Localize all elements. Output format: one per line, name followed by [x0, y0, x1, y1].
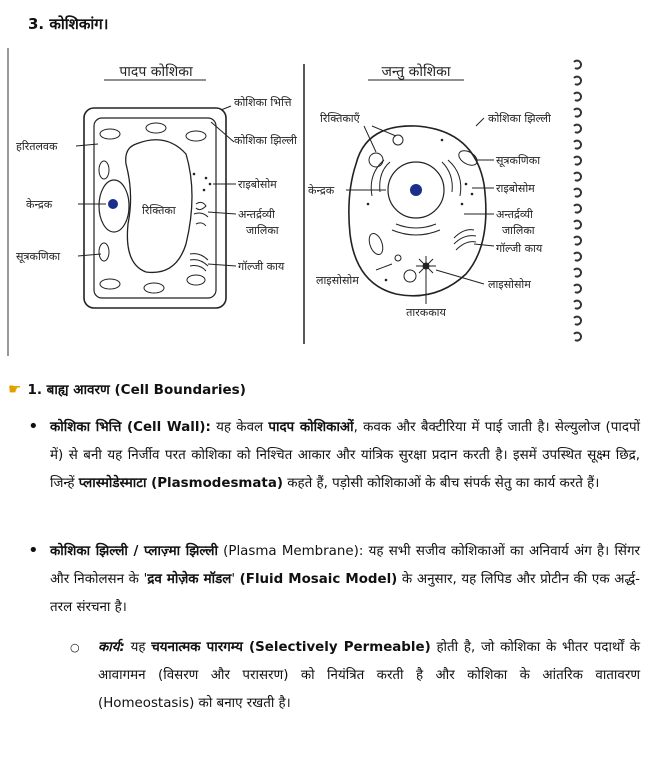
- bold-run: पादप कोशिकाओं: [268, 420, 354, 435]
- text-run: कहते हैं, पड़ोसी कोशिकाओं के बीच संपर्क …: [282, 476, 600, 491]
- membrane-bullet: • कोशिका झिल्ली / प्लाज़्मा झिल्ली (Plas…: [28, 538, 640, 622]
- text-run: यह सभी सजीव कोशिकाओं का अनिवार्य अंग है।…: [50, 544, 640, 587]
- animal-label-ribosome: राइबोसोम: [496, 182, 535, 195]
- text-run: यह: [124, 640, 152, 655]
- section-heading: 3. कोशिकांग।: [28, 14, 108, 34]
- plant-label-er-2: जालिका: [246, 224, 279, 237]
- animal-label-lysosome-left: लाइसोसोम: [316, 274, 359, 287]
- circle-bullet-icon: ○: [70, 641, 80, 654]
- plant-ribosomes: [192, 172, 212, 192]
- cell-diagram-figure: पादप कोशिका कोशिका भित्ति कोशिका झिल्: [6, 44, 586, 360]
- cell-diagram: पादप कोशिका कोशिका भित्ति कोशिका झिल्: [7, 48, 583, 356]
- bold-run: प्लास्मोडेस्माटा (Plasmodesmata): [78, 476, 283, 491]
- bold-run: द्रव मोज़ेक मॉडल: [147, 572, 232, 587]
- function-paragraph: कार्य: यह चयनात्मक पारगम्य (Selectively …: [98, 634, 640, 718]
- animal-label-centrosome: तारककाय: [406, 306, 446, 319]
- pointing-hand-icon: ☛: [8, 380, 22, 398]
- animal-mitochondria: [368, 150, 478, 256]
- text-run: (Plasma Membrane):: [217, 544, 364, 559]
- plant-golgi: [189, 253, 209, 272]
- plant-cell-membrane: [93, 117, 217, 299]
- plant-er: [193, 201, 209, 227]
- animal-er: [370, 159, 462, 236]
- section-title: कोशिकांग।: [49, 15, 109, 33]
- bullet-icon: •: [28, 540, 39, 561]
- spiral-binding-icon: [573, 59, 583, 342]
- bold-run: (Fluid Mosaic Model): [239, 572, 398, 587]
- plant-label-cell-membrane: कोशिका झिल्ली: [234, 134, 297, 147]
- membrane-paragraph: कोशिका झिल्ली / प्लाज़्मा झिल्ली (Plasma…: [50, 538, 640, 622]
- plant-label-vacuole: रिक्तिका: [142, 204, 176, 217]
- membrane-term: कोशिका झिल्ली / प्लाज़्मा झिल्ली: [50, 544, 218, 559]
- animal-label-vacuoles: रिक्तिकाएँ: [320, 112, 361, 125]
- plant-nucleus: [108, 199, 118, 209]
- plant-vacuole: [125, 139, 193, 274]
- plant-cell-title: पादप कोशिका: [119, 63, 193, 80]
- plant-label-chloroplast: हरितलवक: [16, 140, 58, 153]
- plant-label-er-1: अन्तर्द्रव्यी: [238, 208, 275, 221]
- cell-wall-bullet: • कोशिका भित्ति (Cell Wall): यह केवल पाद…: [28, 414, 640, 498]
- animal-centrosome: [416, 256, 436, 276]
- animal-label-er-1: अन्तर्द्रव्यी: [496, 208, 533, 221]
- text-run: ': [231, 572, 240, 587]
- boundaries-heading-text: 1. बाह्य आवरण (Cell Boundaries): [27, 382, 246, 398]
- text-run: के अनुसार, यह लिपिड और प्रोटीन की एक अर्…: [50, 572, 641, 615]
- section-number: 3.: [28, 15, 45, 33]
- function-sub-bullet: ○ कार्य: यह चयनात्मक पारगम्य (Selectivel…: [70, 634, 640, 718]
- animal-label-golgi: गॉल्जी काय: [496, 242, 543, 255]
- plant-label-ribosome: राइबोसोम: [238, 178, 277, 191]
- animal-vacuoles: [368, 134, 417, 283]
- boundaries-heading: ☛ 1. बाह्य आवरण (Cell Boundaries): [8, 380, 246, 398]
- cell-wall-paragraph: कोशिका भित्ति (Cell Wall): यह केवल पादप …: [50, 414, 640, 498]
- text-run: होती है, जो कोशिका के भीतर पदार्थों के आ…: [98, 640, 640, 711]
- animal-cell-membrane: [348, 125, 487, 297]
- plant-chloroplasts: [98, 122, 207, 294]
- animal-cell-title: जन्तु कोशिका: [381, 63, 450, 80]
- bold-run: चयनात्मक पारगम्य (Selectively Permeable): [151, 640, 431, 655]
- text-run: यह केवल: [210, 420, 269, 435]
- plant-label-mitochondria: सूत्रकणिका: [16, 250, 60, 264]
- plant-label-cell-wall: कोशिका भित्ति: [234, 96, 292, 109]
- animal-label-lysosome-right: लाइसोसोम: [488, 278, 531, 291]
- animal-nucleus: [410, 184, 422, 196]
- plant-cell-wall: [83, 107, 227, 309]
- animal-ribosomes: [366, 138, 474, 282]
- animal-golgi: [453, 229, 477, 251]
- text-run: , कवक और बैक्टीरिया में पाई जाती है। सेल…: [50, 420, 641, 491]
- plant-label-golgi: गॉल्जी काय: [238, 260, 285, 273]
- animal-label-er-2: जालिका: [502, 224, 535, 237]
- animal-label-nucleus: केन्द्रक: [308, 184, 335, 197]
- animal-label-cell-membrane: कोशिका झिल्ली: [488, 112, 551, 125]
- animal-label-mitochondria: सूत्रकणिका: [496, 154, 540, 168]
- cell-wall-term: कोशिका भित्ति (Cell Wall):: [50, 420, 211, 435]
- function-label: कार्य:: [98, 640, 125, 655]
- plant-label-nucleus: केन्द्रक: [26, 198, 53, 211]
- bullet-icon: •: [28, 416, 39, 437]
